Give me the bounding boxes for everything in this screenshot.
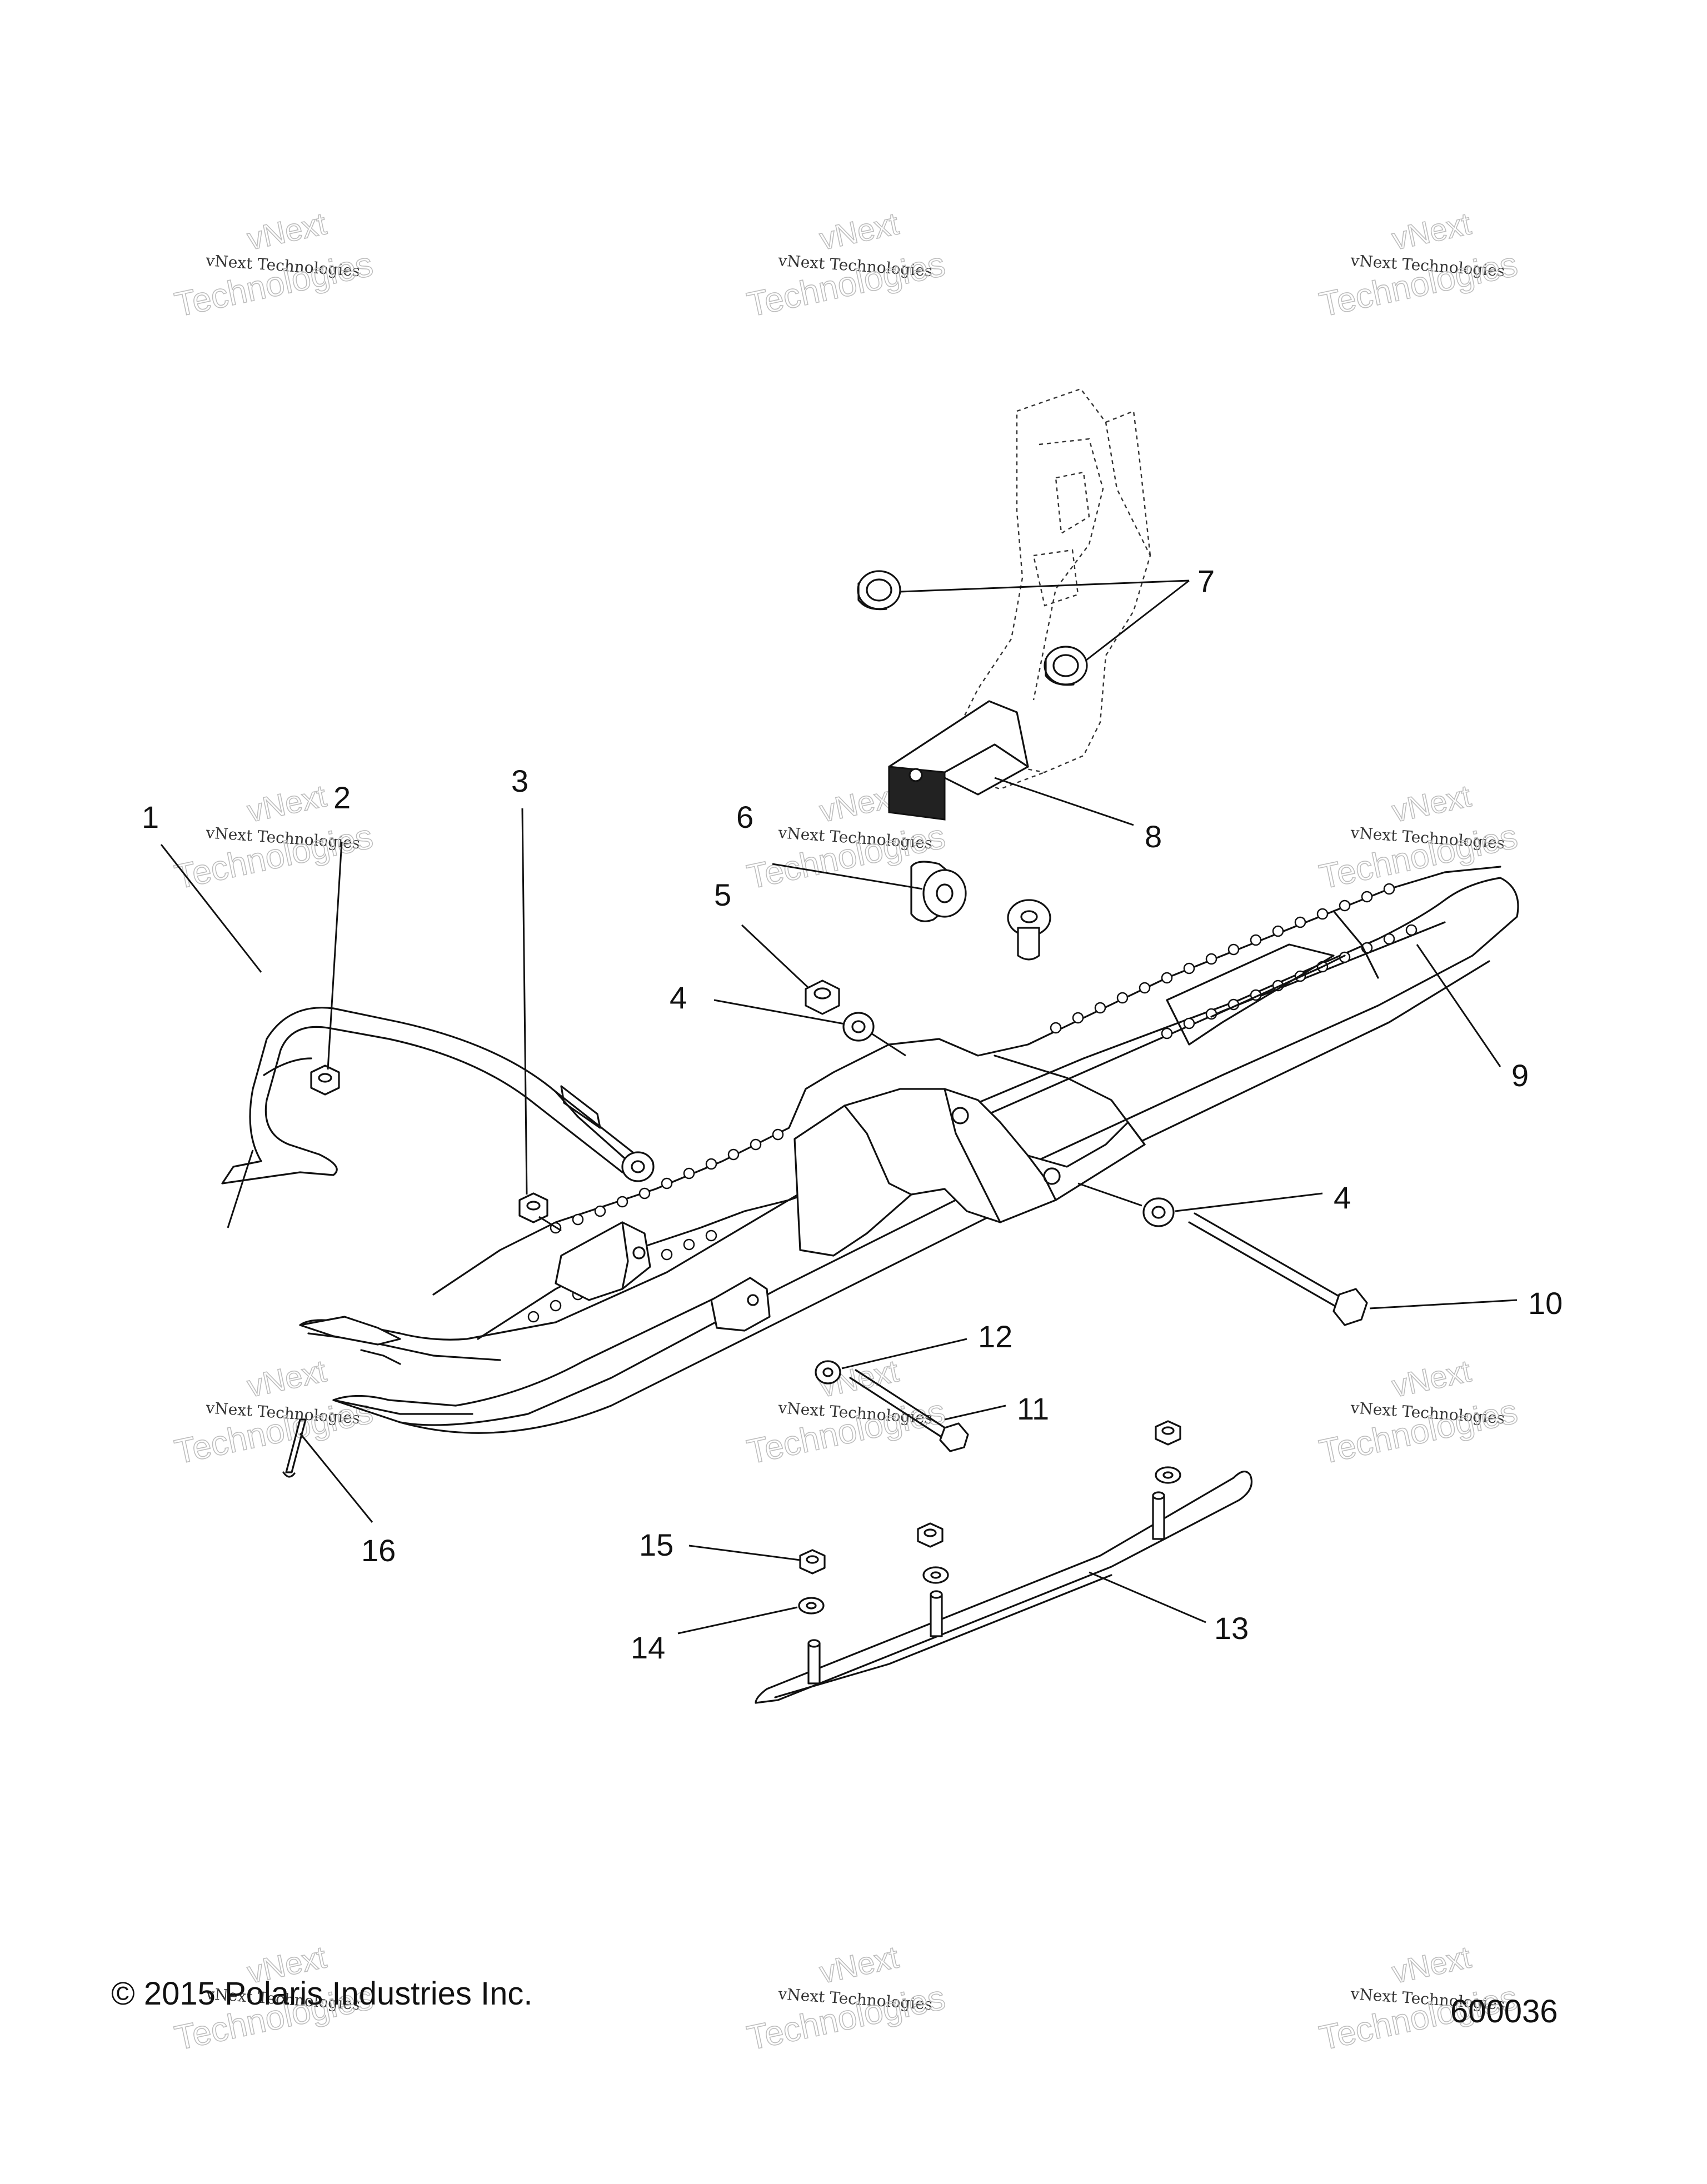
watermark: vNext vNext Technologies Technologies — [1316, 777, 1521, 897]
callout-15: 15 — [639, 1527, 673, 1562]
spindle-bushing-upper — [857, 570, 901, 611]
nut-15 — [799, 1549, 826, 1575]
leader-14 — [677, 1606, 798, 1635]
leader-2 — [327, 841, 343, 1070]
ski-loop-handle — [221, 1007, 655, 1185]
watermark: vNext vNext Technologies Technologies — [743, 205, 949, 324]
callout-labels: 1 2 3 4 5 6 7 8 9 4 10 12 11 15 14 13 16 — [142, 563, 1563, 1665]
leader-1b — [227, 1150, 254, 1228]
leader-16 — [299, 1433, 373, 1523]
watermark-outline-top: vNext — [244, 206, 330, 256]
leader-4-lower — [1175, 1192, 1323, 1212]
callout-2: 2 — [333, 780, 351, 815]
nut-2 — [310, 1064, 340, 1096]
watermark-outline-top: vNext — [244, 1353, 330, 1403]
callout-13: 13 — [1214, 1611, 1249, 1646]
watermark-outline-top: vNext — [1389, 778, 1474, 828]
washer-12 — [815, 1360, 841, 1385]
leader-6 — [772, 863, 923, 890]
ski-stop-block — [888, 700, 1029, 821]
washer-lower — [1142, 1197, 1175, 1227]
watermark: vNext vNext Technologies Technologies — [743, 1352, 949, 1472]
leader-lines — [160, 579, 1518, 1635]
leader-13 — [1089, 1571, 1206, 1623]
leader-9 — [1416, 944, 1501, 1067]
figure-number: 600036 — [1450, 1993, 1558, 2030]
washer-14 — [798, 1597, 825, 1615]
bolt-11 — [849, 1369, 969, 1452]
watermark-outline-top: vNext — [816, 1939, 902, 1990]
callout-11: 11 — [1017, 1391, 1049, 1426]
watermark: vNext vNext Technologies Technologies — [1316, 1938, 1521, 2058]
callout-8: 8 — [1145, 819, 1162, 854]
leader-10 — [1369, 1299, 1518, 1310]
carbide-wear-bar — [755, 1471, 1253, 1704]
nut-3 — [518, 1192, 548, 1223]
pivot-bushing-right — [1007, 899, 1051, 961]
leader-5 — [741, 924, 810, 989]
leader-11 — [944, 1405, 1006, 1421]
leader-15 — [688, 1545, 801, 1561]
leader-4-lower-b — [1077, 1182, 1142, 1207]
watermark: vNext vNext Technologies Technologies — [743, 1938, 949, 2058]
watermark-outline-top: vNext — [1389, 1939, 1474, 1990]
leader-7a — [900, 579, 1190, 593]
leader-1 — [160, 844, 262, 973]
callout-16: 16 — [361, 1533, 396, 1568]
watermark: vNext vNext Technologies Technologies — [1316, 205, 1521, 324]
nut-5 — [805, 979, 840, 1015]
leader-12 — [841, 1338, 967, 1370]
callout-6: 6 — [736, 799, 753, 834]
callout-9: 9 — [1511, 1058, 1529, 1093]
callout-7: 7 — [1197, 563, 1215, 598]
ski-serrations-upper — [550, 883, 1395, 1234]
callout-4-lower: 4 — [1334, 1180, 1351, 1215]
leader-3 — [521, 808, 528, 1195]
ski-body — [299, 866, 1519, 1434]
copyright-notice: © 2015 Polaris Industries Inc. — [111, 1976, 532, 2012]
watermark-outline-top: vNext — [1389, 206, 1474, 256]
watermark: vNext vNext Technologies Technologies — [171, 205, 377, 324]
spindle-bushing-lower — [1044, 646, 1088, 686]
callout-3: 3 — [511, 763, 528, 798]
bolt-10 — [1188, 1212, 1368, 1326]
pivot-bushing-left — [910, 861, 967, 922]
watermark-outline-top: vNext — [816, 206, 902, 256]
spindle-phantom — [944, 388, 1151, 790]
watermark: vNext vNext Technologies Technologies — [171, 1352, 377, 1472]
washer-upper — [842, 1012, 875, 1042]
callout-12: 12 — [978, 1319, 1012, 1354]
watermark-outline-top: vNext — [1389, 1353, 1474, 1403]
watermark: vNext vNext Technologies Technologies — [1316, 1352, 1521, 1472]
leader-4-upper-b — [871, 1032, 906, 1057]
leader-4-upper — [713, 999, 845, 1025]
callout-14: 14 — [631, 1630, 665, 1665]
leader-7b — [1086, 579, 1190, 661]
leader-3b — [538, 1216, 562, 1232]
pin-16 — [282, 1418, 307, 1478]
watermark-outline-top: vNext — [244, 778, 330, 828]
callout-10: 10 — [1528, 1286, 1563, 1321]
carbide-hardware — [917, 1420, 1181, 1584]
callout-1: 1 — [142, 799, 159, 834]
leader-8 — [994, 777, 1134, 826]
callout-5: 5 — [714, 877, 731, 912]
callout-4-upper: 4 — [670, 980, 687, 1015]
